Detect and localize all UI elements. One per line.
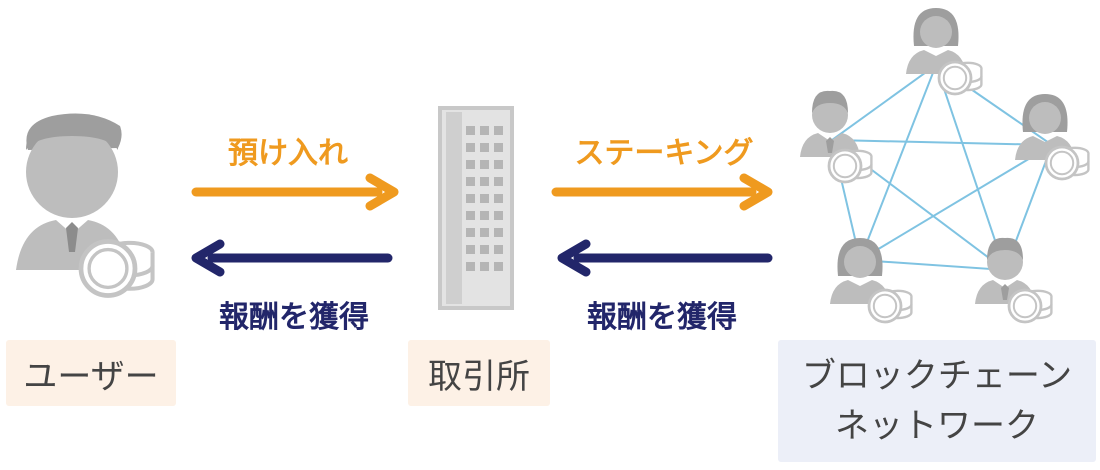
coin-stack-icon: [937, 60, 983, 96]
deposit-arrow: [191, 173, 399, 211]
user-label: ユーザー: [6, 340, 176, 406]
building-window: [494, 194, 503, 203]
coin-stack-icon: [827, 148, 873, 184]
building-window: [466, 262, 475, 271]
network-label-line1: ブロックチェーン: [801, 356, 1073, 396]
coin-stack-icon: [867, 288, 913, 324]
building-window: [494, 228, 503, 237]
building-windows: [466, 126, 503, 271]
reward-label-2: 報酬を獲得: [587, 300, 737, 335]
businessman-icon: [16, 113, 128, 270]
building-window: [480, 245, 489, 254]
building-window: [466, 143, 475, 152]
building-window: [480, 194, 489, 203]
building-window: [480, 143, 489, 152]
reward-label-1: 報酬を獲得: [219, 300, 369, 335]
building-window: [466, 228, 475, 237]
network-node-icon: [800, 90, 860, 157]
building-window: [466, 160, 475, 169]
building-window: [494, 160, 503, 169]
coin-stack-icon: [81, 242, 153, 296]
building-window: [466, 194, 475, 203]
coin-stack-icon: [1007, 288, 1053, 324]
reward-arrow-left-1: [191, 239, 393, 277]
building-window: [480, 211, 489, 220]
building-window: [466, 126, 475, 135]
building-window: [466, 245, 475, 254]
building-window: [494, 262, 503, 271]
exchange-label: 取引所: [408, 340, 550, 406]
building-window: [480, 160, 489, 169]
network-label: ブロックチェーン ネットワーク: [778, 340, 1096, 462]
staking-arrow: [551, 173, 773, 211]
building-window: [494, 143, 503, 152]
building-window: [480, 228, 489, 237]
coin-stack-icon: [1044, 145, 1090, 181]
building-window: [494, 211, 503, 220]
building-window: [480, 126, 489, 135]
building-window: [494, 126, 503, 135]
reward-arrow-left-2: [557, 239, 773, 277]
building-window: [480, 262, 489, 271]
staking-label: ステーキング: [574, 136, 754, 171]
building-window: [480, 177, 489, 186]
building-window: [494, 245, 503, 254]
building-icon: [438, 106, 514, 310]
network-label-line2: ネットワーク: [835, 406, 1039, 446]
deposit-label: 預け入れ: [228, 136, 348, 171]
building-window: [494, 177, 503, 186]
building-window: [466, 211, 475, 220]
building-window: [466, 177, 475, 186]
